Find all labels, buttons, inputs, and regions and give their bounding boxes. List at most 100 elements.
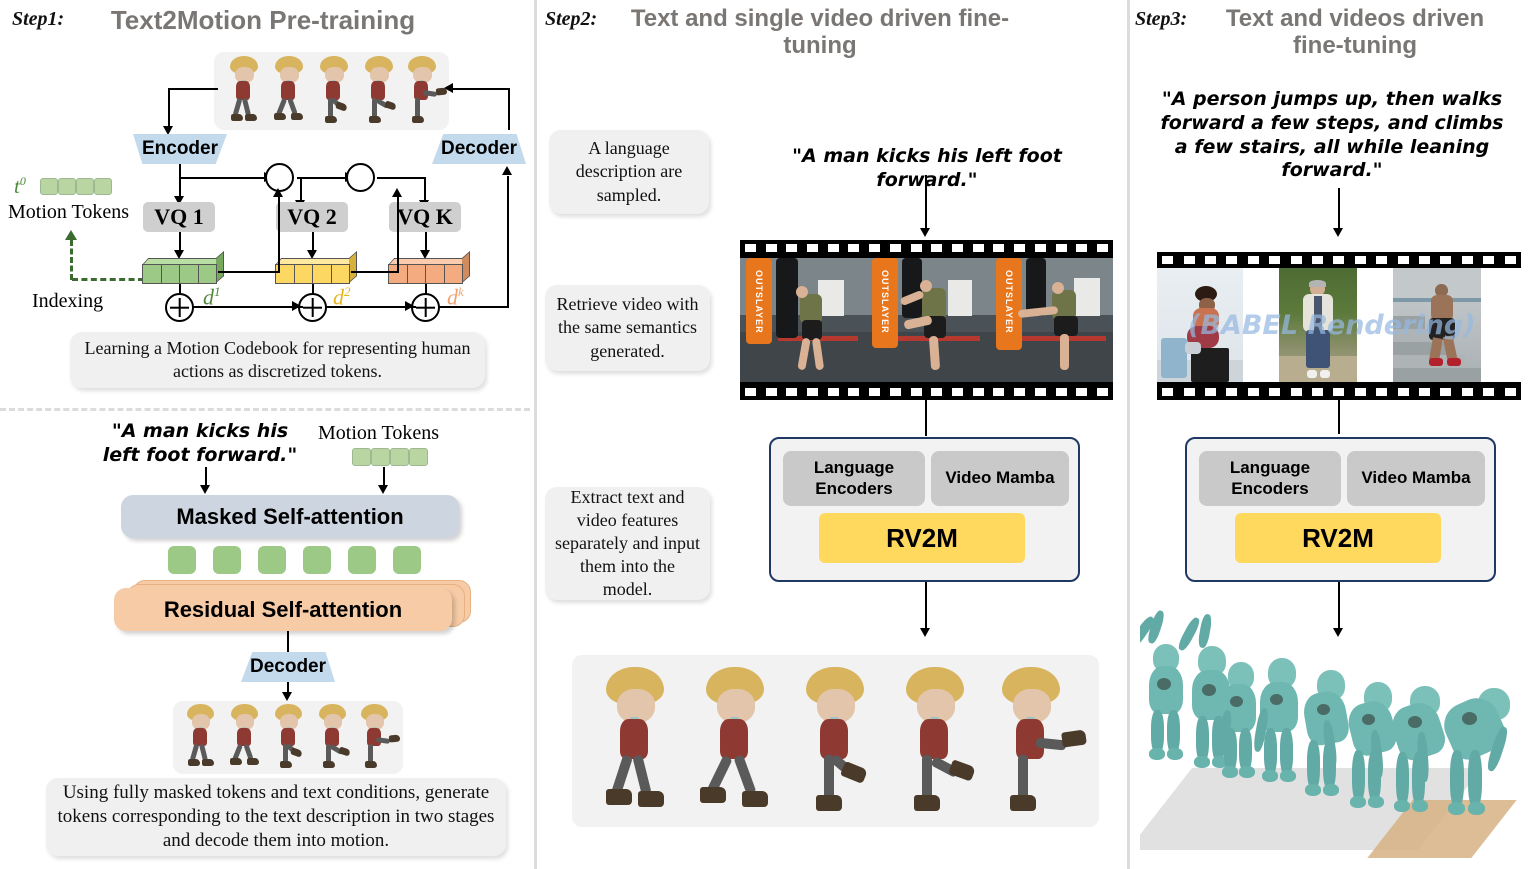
masked-token bbox=[390, 448, 409, 466]
residual-bus-line bbox=[377, 177, 425, 180]
rv2m-box[interactable]: RV2M bbox=[1235, 513, 1441, 563]
intermediate-token bbox=[213, 546, 241, 574]
punching-bag: OUTSLAYER bbox=[746, 258, 772, 344]
decoder-output-arrow bbox=[444, 83, 453, 93]
vq-box-1[interactable]: VQ 1 bbox=[143, 202, 215, 232]
encoder-input-arrow bbox=[163, 126, 173, 135]
tokens-to-attention-line bbox=[383, 467, 386, 487]
motion-frame bbox=[179, 704, 223, 772]
filmstrip-sprockets-bottom bbox=[740, 386, 1113, 398]
motion-frame bbox=[311, 704, 355, 772]
motion-frame bbox=[312, 56, 356, 126]
indexing-arrow bbox=[65, 230, 77, 240]
residual-bus-line bbox=[179, 177, 279, 180]
vq1-out-line bbox=[179, 232, 182, 252]
intermediate-token bbox=[168, 546, 196, 574]
t0-token bbox=[76, 178, 94, 195]
decoder-output-line bbox=[452, 88, 510, 91]
sum-bus-arrow bbox=[405, 301, 414, 311]
punching-bag: OUTSLAYER bbox=[996, 258, 1022, 350]
step1b-caption: Using fully masked tokens and text condi… bbox=[46, 778, 506, 856]
encoder-input-line bbox=[168, 88, 218, 91]
video-mamba-box[interactable]: Video Mamba bbox=[931, 451, 1069, 506]
step3-prompt: "A person jumps up, then walks forward a… bbox=[1160, 88, 1504, 182]
motion-frame bbox=[892, 667, 984, 815]
model-to-output-arrow bbox=[1333, 628, 1343, 637]
step1b-prompt: "A man kicks his left foot forward." bbox=[102, 420, 298, 466]
vq2-out-line bbox=[312, 232, 315, 252]
intermediate-token bbox=[393, 546, 421, 574]
model-to-output-line bbox=[925, 582, 928, 630]
rv2m-box[interactable]: RV2M bbox=[819, 513, 1025, 563]
decoder-to-output-arrow bbox=[282, 692, 292, 701]
motion-frame bbox=[355, 704, 401, 772]
t0-token bbox=[94, 178, 112, 195]
motion-frame bbox=[222, 56, 266, 126]
filmstrip-sprockets-top bbox=[1157, 254, 1521, 266]
residual-to-decoder-line bbox=[287, 631, 290, 653]
punching-bag bbox=[902, 258, 922, 318]
intermediate-token bbox=[348, 546, 376, 574]
step2-output-motion bbox=[572, 655, 1099, 827]
step1-title: Text2Motion Pre-training bbox=[110, 5, 416, 35]
prompt-to-attention-arrow bbox=[200, 485, 210, 494]
filmstrip-sprockets-bottom bbox=[1157, 386, 1521, 398]
subtract-operator-2 bbox=[346, 163, 375, 192]
encoder-block[interactable]: Encoder bbox=[133, 134, 227, 164]
t0-token bbox=[58, 178, 76, 195]
sum-bus-line bbox=[326, 306, 416, 309]
intermediate-token bbox=[303, 546, 331, 574]
masked-self-attention-block[interactable]: Masked Self-attention bbox=[121, 495, 459, 538]
decoder-block[interactable]: Decoder bbox=[432, 134, 526, 164]
step2-model-box[interactable]: Language Encoders Video Mamba RV2M bbox=[769, 437, 1080, 582]
robot-frame bbox=[1430, 682, 1530, 862]
column-divider-left bbox=[534, 0, 537, 869]
punching-bag bbox=[1026, 258, 1046, 316]
prompt-to-attention-line bbox=[205, 467, 208, 487]
step1-label: Step1: bbox=[12, 8, 65, 30]
motion-frame bbox=[592, 667, 684, 815]
step2-callout-1: A language description are sampled. bbox=[549, 130, 709, 214]
video-mamba-box[interactable]: Video Mamba bbox=[1347, 451, 1485, 506]
language-encoders-box[interactable]: Language Encoders bbox=[1199, 451, 1341, 506]
indexing-dashed-line bbox=[70, 240, 73, 280]
feedback-arrow-2 bbox=[392, 188, 402, 197]
column-divider-right bbox=[1127, 0, 1130, 869]
motion-frame bbox=[692, 667, 784, 815]
encoder-out-line bbox=[179, 164, 182, 198]
motion-frame bbox=[267, 704, 311, 772]
residual-self-attention-block[interactable]: Residual Self-attention bbox=[114, 588, 452, 631]
vq1-out-arrow bbox=[174, 250, 184, 259]
vqk-out-line bbox=[425, 232, 428, 252]
decoder-to-output-line bbox=[287, 682, 290, 694]
t0-label: t0 bbox=[14, 174, 26, 198]
step1b-decoder-block[interactable]: Decoder bbox=[241, 652, 335, 682]
vqk-out-arrow bbox=[420, 250, 430, 259]
video-frame: OUTSLAYER bbox=[988, 258, 1113, 382]
encoder-out-arrow bbox=[174, 196, 184, 205]
motion-frame bbox=[223, 704, 267, 772]
robot-frame bbox=[1212, 662, 1292, 822]
model-to-output-arrow bbox=[920, 628, 930, 637]
feedback-line-2 bbox=[351, 271, 399, 274]
robot-frame bbox=[1250, 658, 1330, 828]
vq-box-k[interactable]: VQ K bbox=[389, 202, 461, 232]
step3-model-box[interactable]: Language Encoders Video Mamba RV2M bbox=[1185, 437, 1496, 582]
language-encoders-box[interactable]: Language Encoders bbox=[783, 451, 925, 506]
video-frame-box-jump bbox=[1157, 268, 1243, 382]
step1-section-divider bbox=[0, 408, 530, 411]
codebook-bar-1 bbox=[142, 251, 224, 284]
punching-bag: OUTSLAYER bbox=[872, 258, 898, 348]
robot-frame bbox=[1380, 686, 1470, 861]
vq-box-2[interactable]: VQ 2 bbox=[276, 202, 348, 232]
robot-frame bbox=[1338, 682, 1424, 857]
step3-output-motion bbox=[1140, 600, 1531, 869]
video-frame: OUTSLAYER bbox=[740, 258, 864, 382]
video-frame-stairs bbox=[1393, 268, 1481, 382]
filmstrip-frames bbox=[1157, 268, 1521, 382]
masked-token bbox=[371, 448, 390, 466]
step2-label: Step2: bbox=[545, 8, 598, 30]
decoder-input-arrow bbox=[502, 166, 512, 175]
film-gap bbox=[1243, 268, 1279, 382]
